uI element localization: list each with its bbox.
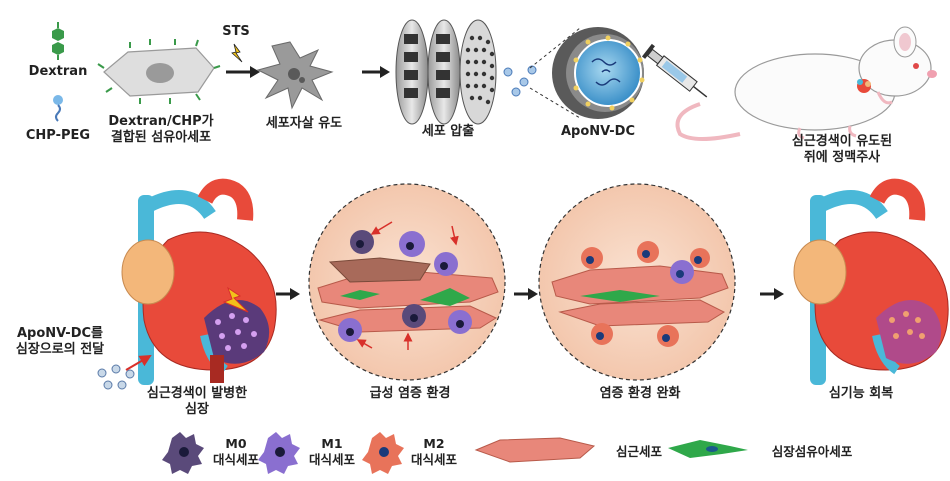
lightning-icon	[231, 43, 243, 63]
dextran-icon	[52, 22, 64, 60]
legend-m2-title: M2	[423, 436, 445, 451]
syringe-icon	[641, 43, 708, 98]
mouse-label-2: 쥐에 정맥주사	[803, 150, 881, 165]
heart1-label-1: 심근경색이 발병한	[146, 386, 248, 401]
callout-lines	[529, 27, 581, 119]
arrow-3	[276, 288, 300, 300]
extrusion-label: 세포 압출	[421, 124, 475, 139]
infarct-lightning-icon	[222, 286, 249, 313]
relieved-inflammation-circle	[538, 183, 736, 381]
recovered-heart	[793, 178, 949, 385]
legend-m1-icon	[258, 432, 300, 474]
legend-m0-sub: 대식세포	[212, 452, 259, 467]
legend-fibroblast-label: 심장섬유아세포	[771, 444, 853, 459]
aponv-label: ApoNV-DC	[560, 124, 636, 139]
heart1-label-2: 심장	[185, 402, 209, 417]
mini-heart-icon	[857, 79, 871, 93]
legend-cardiomyocyte-label: 심근세포	[615, 444, 662, 459]
arrow-5	[760, 288, 784, 300]
legend-m0-title: M0	[225, 436, 247, 451]
delivery-vesicles	[97, 354, 152, 390]
legend-m1-title: M1	[321, 436, 343, 451]
mouse-illustration	[675, 26, 937, 141]
sts-label: STS	[222, 24, 250, 39]
fibroblast-label-2: 결합된 섬유아세포	[110, 130, 212, 145]
apoptotic-cell	[256, 41, 334, 110]
legend-m2-sub: 대식세포	[410, 452, 457, 467]
arrow-2	[362, 66, 390, 78]
arrow-4	[514, 288, 538, 300]
nanovesicles-small	[503, 65, 537, 97]
delivery-label-1: ApoNV-DC를	[17, 326, 103, 341]
infarcted-heart	[121, 178, 277, 385]
legend-m2-icon	[362, 432, 404, 474]
acute-inflammation-circle	[308, 183, 506, 381]
extrusion-membranes	[395, 19, 497, 125]
fibroblast-cell	[103, 47, 215, 97]
legend-cardiomyocyte-icon	[474, 437, 596, 463]
chp-peg-icon	[53, 95, 63, 122]
delivery-label-2: 심장으로의 전달	[15, 342, 105, 357]
legend-m0-icon	[162, 432, 204, 474]
mouse-label-1: 심근경색이 유도된	[791, 134, 893, 149]
acute-label: 급성 염증 환경	[369, 386, 451, 401]
relief-label: 염증 환경 완화	[599, 386, 681, 401]
legend-m1-sub: 대식세포	[308, 452, 355, 467]
aponv-dc-sphere	[552, 27, 645, 119]
dextran-label: Dextran	[28, 64, 88, 79]
apoptosis-label: 세포자살 유도	[265, 116, 343, 131]
legend-fibroblast-icon	[668, 440, 748, 458]
surface-molecules	[97, 39, 221, 104]
recovery-label: 심기능 회복	[828, 386, 894, 401]
chp-peg-label: CHP-PEG	[25, 128, 91, 143]
fibroblast-label-1: Dextran/CHP가	[108, 114, 214, 129]
arrow-1	[226, 66, 260, 78]
